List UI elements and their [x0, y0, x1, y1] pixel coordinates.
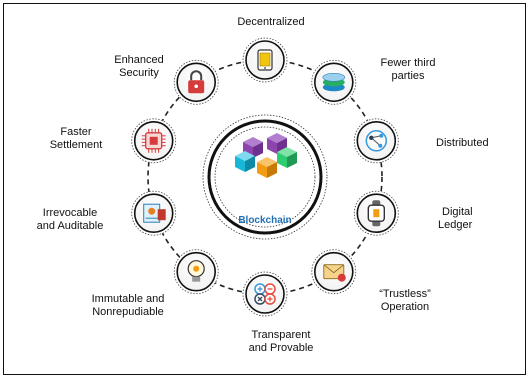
label-enhanced-security: Enhanced Security — [114, 54, 164, 80]
label-line: “Trustless” — [379, 288, 431, 300]
node-digital-ledger — [353, 190, 399, 236]
node-immutable-nonrepudiable — [173, 249, 219, 295]
node-fewer-third-parties — [311, 59, 357, 105]
label-line: Nonrepudiable — [92, 306, 164, 318]
label-line: Enhanced — [114, 54, 164, 66]
blockchain-cubes-icon — [235, 133, 297, 178]
label-line: Settlement — [49, 139, 103, 151]
node-faster-settlement — [131, 118, 177, 164]
label-faster-settlement: Faster Settlement — [50, 126, 103, 152]
tablet-network-icon — [257, 49, 273, 71]
label-line: Transparent — [251, 329, 311, 341]
smartwatch-ledger-icon — [367, 200, 385, 227]
stacked-discs-icon — [322, 73, 346, 92]
label-line: and Auditable — [36, 220, 104, 232]
label-line: Digital — [442, 206, 473, 218]
label-digital-ledger: Digital Ledger — [438, 206, 473, 232]
label-transparent-provable: Transparent and Provable — [249, 329, 314, 355]
label-line: Immutable and — [91, 293, 165, 305]
math-operators-icon — [254, 283, 276, 305]
node-transparent-provable — [242, 271, 288, 317]
label-line: Ledger — [438, 219, 473, 231]
label-line: Faster — [60, 126, 92, 138]
lightbulb-gear-icon — [187, 260, 205, 282]
node-irrevocable-auditable — [131, 190, 177, 236]
envelope-alert-icon — [323, 264, 346, 282]
label-line: Operation — [380, 301, 430, 313]
node-trustless-operation — [311, 249, 357, 295]
center-title: Blockchain — [238, 215, 292, 226]
label-decentralized: Decentralized — [237, 16, 304, 29]
network-nodes-icon — [365, 130, 388, 152]
label-irrevocable-auditable: Irrevocable and Auditable — [37, 207, 104, 233]
node-distributed — [353, 118, 399, 164]
chip-icon — [141, 128, 166, 153]
label-line: Fewer third — [380, 57, 436, 69]
node-enhanced-security — [173, 59, 219, 105]
label-line: parties — [391, 70, 425, 82]
label-trustless-operation: “Trustless” Operation — [379, 288, 431, 314]
document-screen-icon — [143, 203, 166, 223]
label-fewer-third-parties: Fewer third parties — [380, 57, 435, 83]
label-line: and Provable — [248, 342, 314, 354]
label-immutable-nonrepudiable: Immutable and Nonrepudiable — [92, 293, 165, 319]
label-line: Decentralized — [237, 16, 305, 28]
padlock-icon — [188, 70, 205, 94]
label-distributed: Distributed — [436, 137, 489, 150]
label-line: Irrevocable — [42, 207, 98, 219]
label-line: Security — [119, 67, 159, 79]
label-line: Distributed — [436, 137, 489, 149]
node-decentralized — [242, 37, 288, 83]
